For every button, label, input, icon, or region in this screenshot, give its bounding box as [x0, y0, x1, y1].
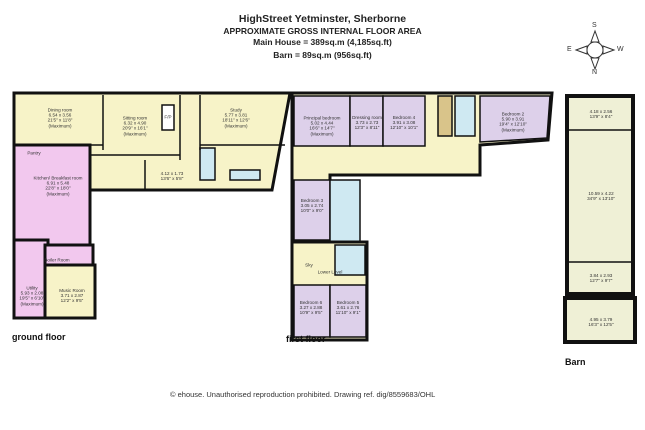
copyright-footer: © ehouse. Unauthorised reproduction proh… [170, 390, 436, 399]
fireplace: F/P [164, 114, 172, 120]
barn-plan [563, 94, 637, 344]
barn-label: Barn [565, 357, 586, 367]
area-subtitle: APPROXIMATE GROSS INTERNAL FLOOR AREA [223, 26, 422, 36]
room-pantry: Pantry [27, 150, 41, 156]
first-floor-plan [290, 91, 554, 342]
first-floor-label: first floor [286, 334, 326, 344]
property-title: HighStreet Yetminster, Sherborne [238, 13, 407, 25]
room-boiler: Boiler Room [44, 257, 70, 263]
ground-floor-plan [12, 91, 292, 320]
barn-area: Barn = 89sq.m (956sq.ft) [273, 50, 372, 60]
ground-floor-label: ground floor [12, 332, 66, 342]
skylight: Sky [305, 262, 313, 268]
compass-s: S [592, 22, 597, 29]
compass-w: W [617, 46, 624, 53]
compass-e: E [567, 46, 572, 53]
compass-n: N [592, 69, 598, 76]
main-house-area: Main House = 389sq.m (4,185sq.ft) [253, 37, 392, 47]
lower-level: Lower Level [317, 269, 343, 275]
compass-icon [574, 29, 616, 71]
